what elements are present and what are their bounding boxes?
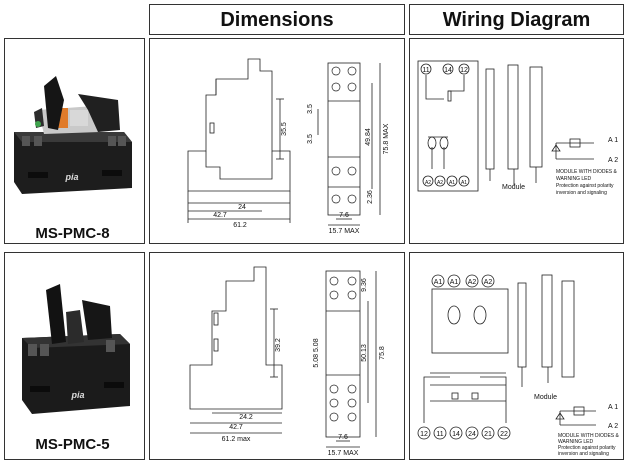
dim-label: 75.8 bbox=[379, 346, 386, 360]
dim-label: 2.36 bbox=[367, 190, 374, 204]
model-label-pmc5: MS-PMC-5 bbox=[35, 436, 110, 453]
module-note: MODULE WITH DIODES & bbox=[556, 169, 618, 175]
dimensions-panel-pmc5 bbox=[149, 252, 405, 460]
wiring-diagram-header: Wiring Diagram bbox=[409, 4, 624, 35]
terminal-label: 22 bbox=[500, 431, 508, 438]
dim-label: 24.2 bbox=[239, 414, 253, 421]
wiring-diagram-pmc5: A1 A1 A2 A2 12 11 14 24 21 22 Module A 1… bbox=[417, 274, 620, 457]
module-label: Module bbox=[534, 394, 557, 401]
module-note: inversion and signaling bbox=[558, 451, 609, 457]
terminal-label: A2 bbox=[468, 279, 477, 286]
brand-logo: pia bbox=[70, 390, 84, 400]
terminal-label: A1 bbox=[434, 279, 443, 286]
dim-label: 35.5 bbox=[281, 122, 288, 136]
a1-label: A 1 bbox=[608, 137, 618, 144]
terminal-label: 12 bbox=[420, 431, 428, 438]
dim-label: 5.08 5.08 bbox=[313, 338, 320, 367]
terminal-label: 14 bbox=[444, 67, 452, 74]
dim-label: 7.6 bbox=[339, 212, 349, 219]
dim-label: 3.5 bbox=[307, 104, 314, 114]
terminal-label: 24 bbox=[468, 431, 476, 438]
module-note: WARNING LED bbox=[558, 439, 593, 445]
terminal-label: 14 bbox=[452, 431, 460, 438]
terminal-label: A1 bbox=[450, 279, 459, 286]
dim-label: 39.2 bbox=[275, 338, 282, 352]
module-label: Module bbox=[502, 184, 525, 191]
terminal-label: A2 bbox=[425, 180, 431, 186]
dim-label: 3.5 bbox=[307, 134, 314, 144]
dim-label: 50.13 bbox=[361, 344, 368, 362]
dim-label: 42.7 bbox=[229, 424, 243, 431]
terminal-label: A2 bbox=[437, 180, 443, 186]
terminal-label: A1 bbox=[449, 180, 455, 186]
brand-logo: pia bbox=[64, 172, 78, 182]
module-note: inversion and signaling bbox=[556, 190, 607, 196]
dim-label: 15.7 MAX bbox=[328, 450, 359, 457]
module-note: Protection against polarity bbox=[556, 183, 614, 189]
a2-label: A 2 bbox=[608, 157, 618, 164]
relay-socket-photo-pmc8: pia bbox=[14, 76, 132, 194]
dimensions-header: Dimensions bbox=[149, 4, 405, 35]
terminal-label: 12 bbox=[460, 67, 468, 74]
module-note: Protection against polarity bbox=[558, 445, 616, 451]
dim-label: 15.7 MAX bbox=[329, 228, 360, 235]
dim-label: 24 bbox=[238, 204, 246, 211]
dim-label: 49.84 bbox=[365, 128, 372, 146]
module-note: WARNING LED bbox=[556, 176, 591, 182]
dim-label: 61.2 bbox=[233, 222, 247, 229]
terminal-label: 11 bbox=[436, 431, 443, 438]
a2-label: A 2 bbox=[608, 423, 618, 430]
terminal-label: A2 bbox=[484, 279, 493, 286]
model-label-pmc8: MS-PMC-8 bbox=[35, 225, 110, 242]
wiring-diagram-pmc8: 11 14 12 A2 A2 A1 A1 Module A 1 A 2 MODU… bbox=[417, 60, 618, 196]
relay-socket-photo-pmc5: pia bbox=[22, 284, 130, 414]
dimension-drawing-pmc5: 39.2 24.2 42.7 61.2 max 9.36 50.13 75.8 … bbox=[189, 266, 386, 457]
dim-label: 42.7 bbox=[213, 212, 227, 219]
a1-label: A 1 bbox=[608, 404, 618, 411]
terminal-label: 11 bbox=[422, 67, 429, 74]
module-note: MODULE WITH DIODES & bbox=[558, 433, 620, 439]
dim-label: 61.2 max bbox=[222, 436, 251, 443]
dimensions-panel-pmc8 bbox=[149, 38, 405, 244]
dim-label: 7.6 bbox=[338, 434, 348, 441]
terminal-label: A1 bbox=[461, 180, 467, 186]
dim-label: 9.36 bbox=[361, 278, 368, 292]
terminal-label: 21 bbox=[484, 431, 492, 438]
dim-label: 75.8 MAX bbox=[383, 123, 390, 154]
dimension-drawing-pmc8: 35.5 24 42.7 61.2 3.5 3.5 49.84 75.8 MAX… bbox=[187, 58, 390, 235]
